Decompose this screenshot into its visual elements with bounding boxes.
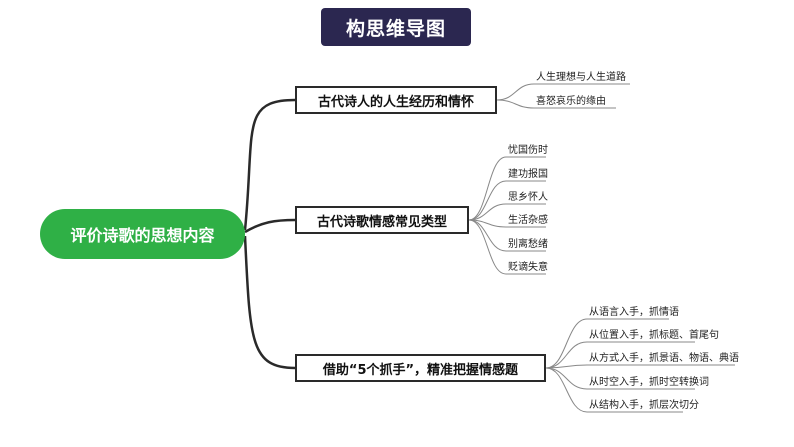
connector-branch-leaf: [468, 156, 507, 221]
leaf-item: 生活杂感: [508, 215, 548, 226]
branch-node-1: 古代诗人的人生经历和情怀: [295, 86, 497, 114]
connector-branch-leaf: [545, 341, 588, 369]
leaf-item: 从方式入手，抓景语、物语、典语: [589, 353, 739, 364]
connector-branch-leaf: [545, 367, 588, 413]
leaf-item: 别离愁绪: [508, 239, 548, 250]
connector-root-branch-2: [244, 218, 296, 234]
leaf-item: 建功报国: [508, 169, 548, 180]
leaf-item: 思乡怀人: [508, 192, 548, 203]
leaf-item: 从结构入手，抓层次切分: [589, 400, 699, 411]
connector-branch-leaf: [468, 219, 507, 275]
leaf-item: 人生理想与人生道路: [536, 72, 626, 83]
leaf-item: 从位置入手，抓标题、首尾句: [589, 330, 719, 341]
leaf-item: 喜怒哀乐的缘由: [536, 96, 606, 107]
connector-branch-leaf: [468, 180, 507, 221]
branch-node-3: 借助“5个抓手”，精准把握情感题: [295, 354, 546, 382]
leaf-item: 从时空入手，抓时空转换词: [589, 377, 709, 388]
leaf-item: 从语言入手，抓情语: [589, 307, 679, 318]
connector-root-branch-1: [243, 98, 296, 231]
branch-node-2: 古代诗歌情感常见类型: [295, 206, 469, 234]
root-node: 评价诗歌的思想内容: [40, 209, 245, 259]
leaf-item: 贬谪失意: [508, 262, 548, 273]
connector-branch-leaf: [545, 367, 588, 390]
connector-root-branch-3: [243, 235, 296, 370]
page-title: 构思维导图: [321, 8, 471, 46]
connector-branch-leaf: [496, 99, 535, 109]
connector-branch-leaf: [468, 203, 507, 221]
leaf-item: 忧国伤时: [508, 145, 548, 156]
connector-branch-leaf: [496, 83, 535, 101]
connector-branch-leaf: [545, 318, 588, 369]
